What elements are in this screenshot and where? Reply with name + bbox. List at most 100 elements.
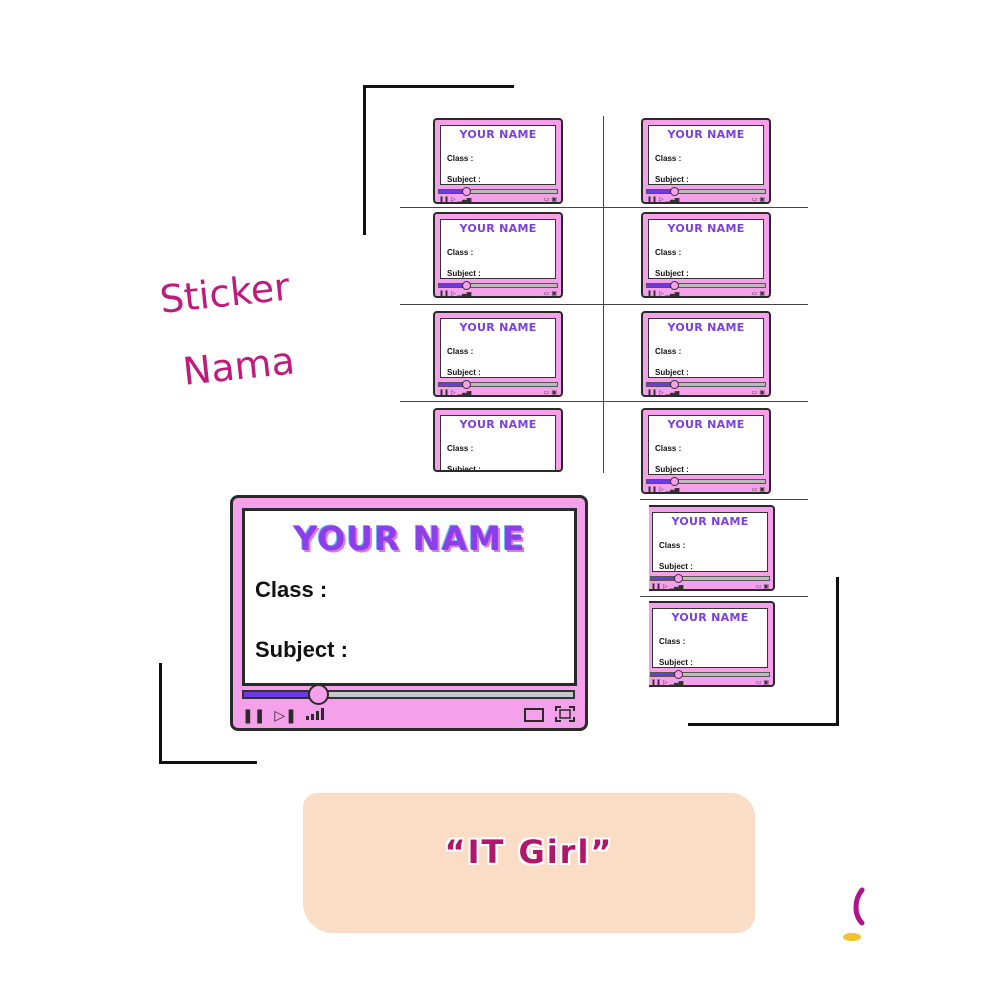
screen-icon	[523, 707, 544, 726]
player-controls-right: ▭ ▣	[752, 290, 765, 296]
sticker-title: YOUR NAME	[459, 128, 537, 141]
pause-icon: ❚❚	[651, 679, 662, 686]
subject-label: Subject :	[655, 175, 689, 184]
name-sticker-small: YOUR NAME Class : Subject : ❚❚ ▷ ▁▃▅ ▭ ▣	[641, 118, 771, 204]
fullscreen-icon: ▣	[763, 583, 769, 590]
progress-knob	[461, 187, 471, 196]
next-icon: ▷	[450, 290, 456, 297]
volume-bars-icon: ▁▃▅	[669, 583, 684, 590]
player-controls-left: ❚❚ ▷ ▁▃▅	[647, 196, 679, 203]
screen-icon: ▭	[751, 389, 758, 396]
player-controls-right: ▭ ▣	[543, 389, 557, 396]
progress-knob	[669, 187, 679, 196]
tag-text: “IT Girl”	[444, 833, 614, 871]
player-controls-right: ▭ ▣	[751, 389, 765, 396]
sticker-screen: YOUR NAME Class : Subject :	[648, 415, 764, 475]
pause-icon: ❚❚	[439, 290, 450, 297]
volume-bars-icon: ▁▃▅	[669, 679, 684, 686]
player-controls-right: ▭ ▣	[756, 679, 769, 685]
sticker-title: YOUR NAME	[671, 515, 749, 528]
progress-knob	[669, 477, 679, 486]
screen-icon: ▭	[543, 389, 550, 396]
progress-fill	[244, 692, 317, 697]
progress-bar	[646, 380, 766, 389]
fullscreen-icon	[555, 706, 575, 726]
tape-label: “IT Girl”	[303, 793, 755, 933]
next-icon: ▷	[658, 486, 664, 493]
pause-icon: ❚❚	[647, 196, 658, 203]
class-label: Class :	[655, 154, 682, 163]
progress-bar	[646, 187, 766, 196]
progress-knob	[669, 380, 679, 389]
player-controls-left: ❚❚ ▷ ▁▃▅	[647, 290, 680, 297]
sheet-cut-line	[400, 304, 808, 305]
corner-bracket-top-horizontal	[363, 85, 514, 88]
class-label: Class :	[447, 154, 474, 163]
player-controls-left: ❚❚ ▷❚	[242, 708, 324, 724]
corner-bracket-right-horizontal	[688, 723, 839, 726]
volume-bars-icon: ▁▃▅	[665, 290, 680, 297]
pause-icon: ❚❚	[439, 196, 450, 203]
player-controls-left: ❚❚ ▷ ▁▃▅	[651, 583, 684, 590]
player-controls-left: ❚❚ ▷ ▁▃▅	[439, 389, 471, 395]
sheet-cut-line	[400, 401, 808, 402]
player-controls-left: ❚❚ ▷ ▁▃▅	[439, 196, 472, 203]
corner-bracket-left-horizontal	[159, 761, 257, 764]
next-icon: ▷	[662, 583, 668, 590]
sticker-title: YOUR NAME	[667, 418, 745, 431]
class-label: Class :	[659, 637, 686, 646]
progress-bar	[438, 380, 558, 389]
fullscreen-icon: ▣	[759, 486, 765, 493]
next-icon: ▷	[662, 679, 668, 686]
class-label: Class :	[447, 347, 474, 356]
next-icon: ▷	[658, 196, 664, 203]
player-controls-right: ▭ ▣	[756, 583, 769, 590]
next-icon: ▷	[658, 389, 664, 396]
sticker-screen: YOUR NAME Class : Subject :	[242, 508, 577, 686]
progress-bar	[242, 684, 575, 705]
subject-label: Subject :	[447, 175, 481, 184]
progress-bar	[650, 574, 770, 583]
fullscreen-icon: ▣	[551, 290, 557, 297]
sticker-title: YOUR NAME	[459, 222, 537, 235]
sticker-title: YOUR NAME	[671, 611, 749, 624]
crop-mask	[643, 601, 649, 687]
name-sticker-large: YOUR NAME Class : Subject : ❚❚ ▷❚	[230, 495, 588, 731]
subject-label: Subject :	[655, 465, 689, 474]
player-controls-left: ❚❚ ▷ ▁▃▅	[647, 389, 679, 396]
volume-bars-icon: ▁▃▅	[457, 196, 472, 203]
progress-fill	[439, 190, 465, 193]
sticker-title: YOUR NAME	[667, 128, 745, 141]
sparkle-decoration	[840, 885, 870, 949]
sticker-title: YOUR NAME	[459, 418, 537, 431]
sheet-cut-line	[640, 596, 808, 597]
subject-label: Subject :	[447, 368, 481, 377]
pause-icon: ❚❚	[651, 583, 662, 590]
progress-knob	[461, 281, 471, 290]
player-controls-right: ▭ ▣	[544, 290, 557, 297]
progress-knob	[461, 380, 471, 389]
screen-icon: ▭	[751, 196, 758, 203]
next-icon: ▷	[450, 196, 456, 203]
sticker-title: YOUR NAME	[293, 519, 526, 558]
fullscreen-icon: ▣	[551, 196, 557, 203]
progress-fill	[439, 383, 465, 386]
heading-line1: Sticker	[157, 264, 292, 322]
fullscreen-icon: ▣	[759, 389, 765, 396]
progress-bar	[438, 281, 558, 290]
player-controls-right: ▭ ▣	[751, 196, 765, 203]
heading-line2: Nama	[180, 338, 297, 394]
class-label: Class :	[655, 444, 682, 453]
progress-knob	[669, 281, 679, 290]
pause-icon: ❚❚	[242, 708, 266, 724]
sticker-title: YOUR NAME	[667, 222, 745, 235]
